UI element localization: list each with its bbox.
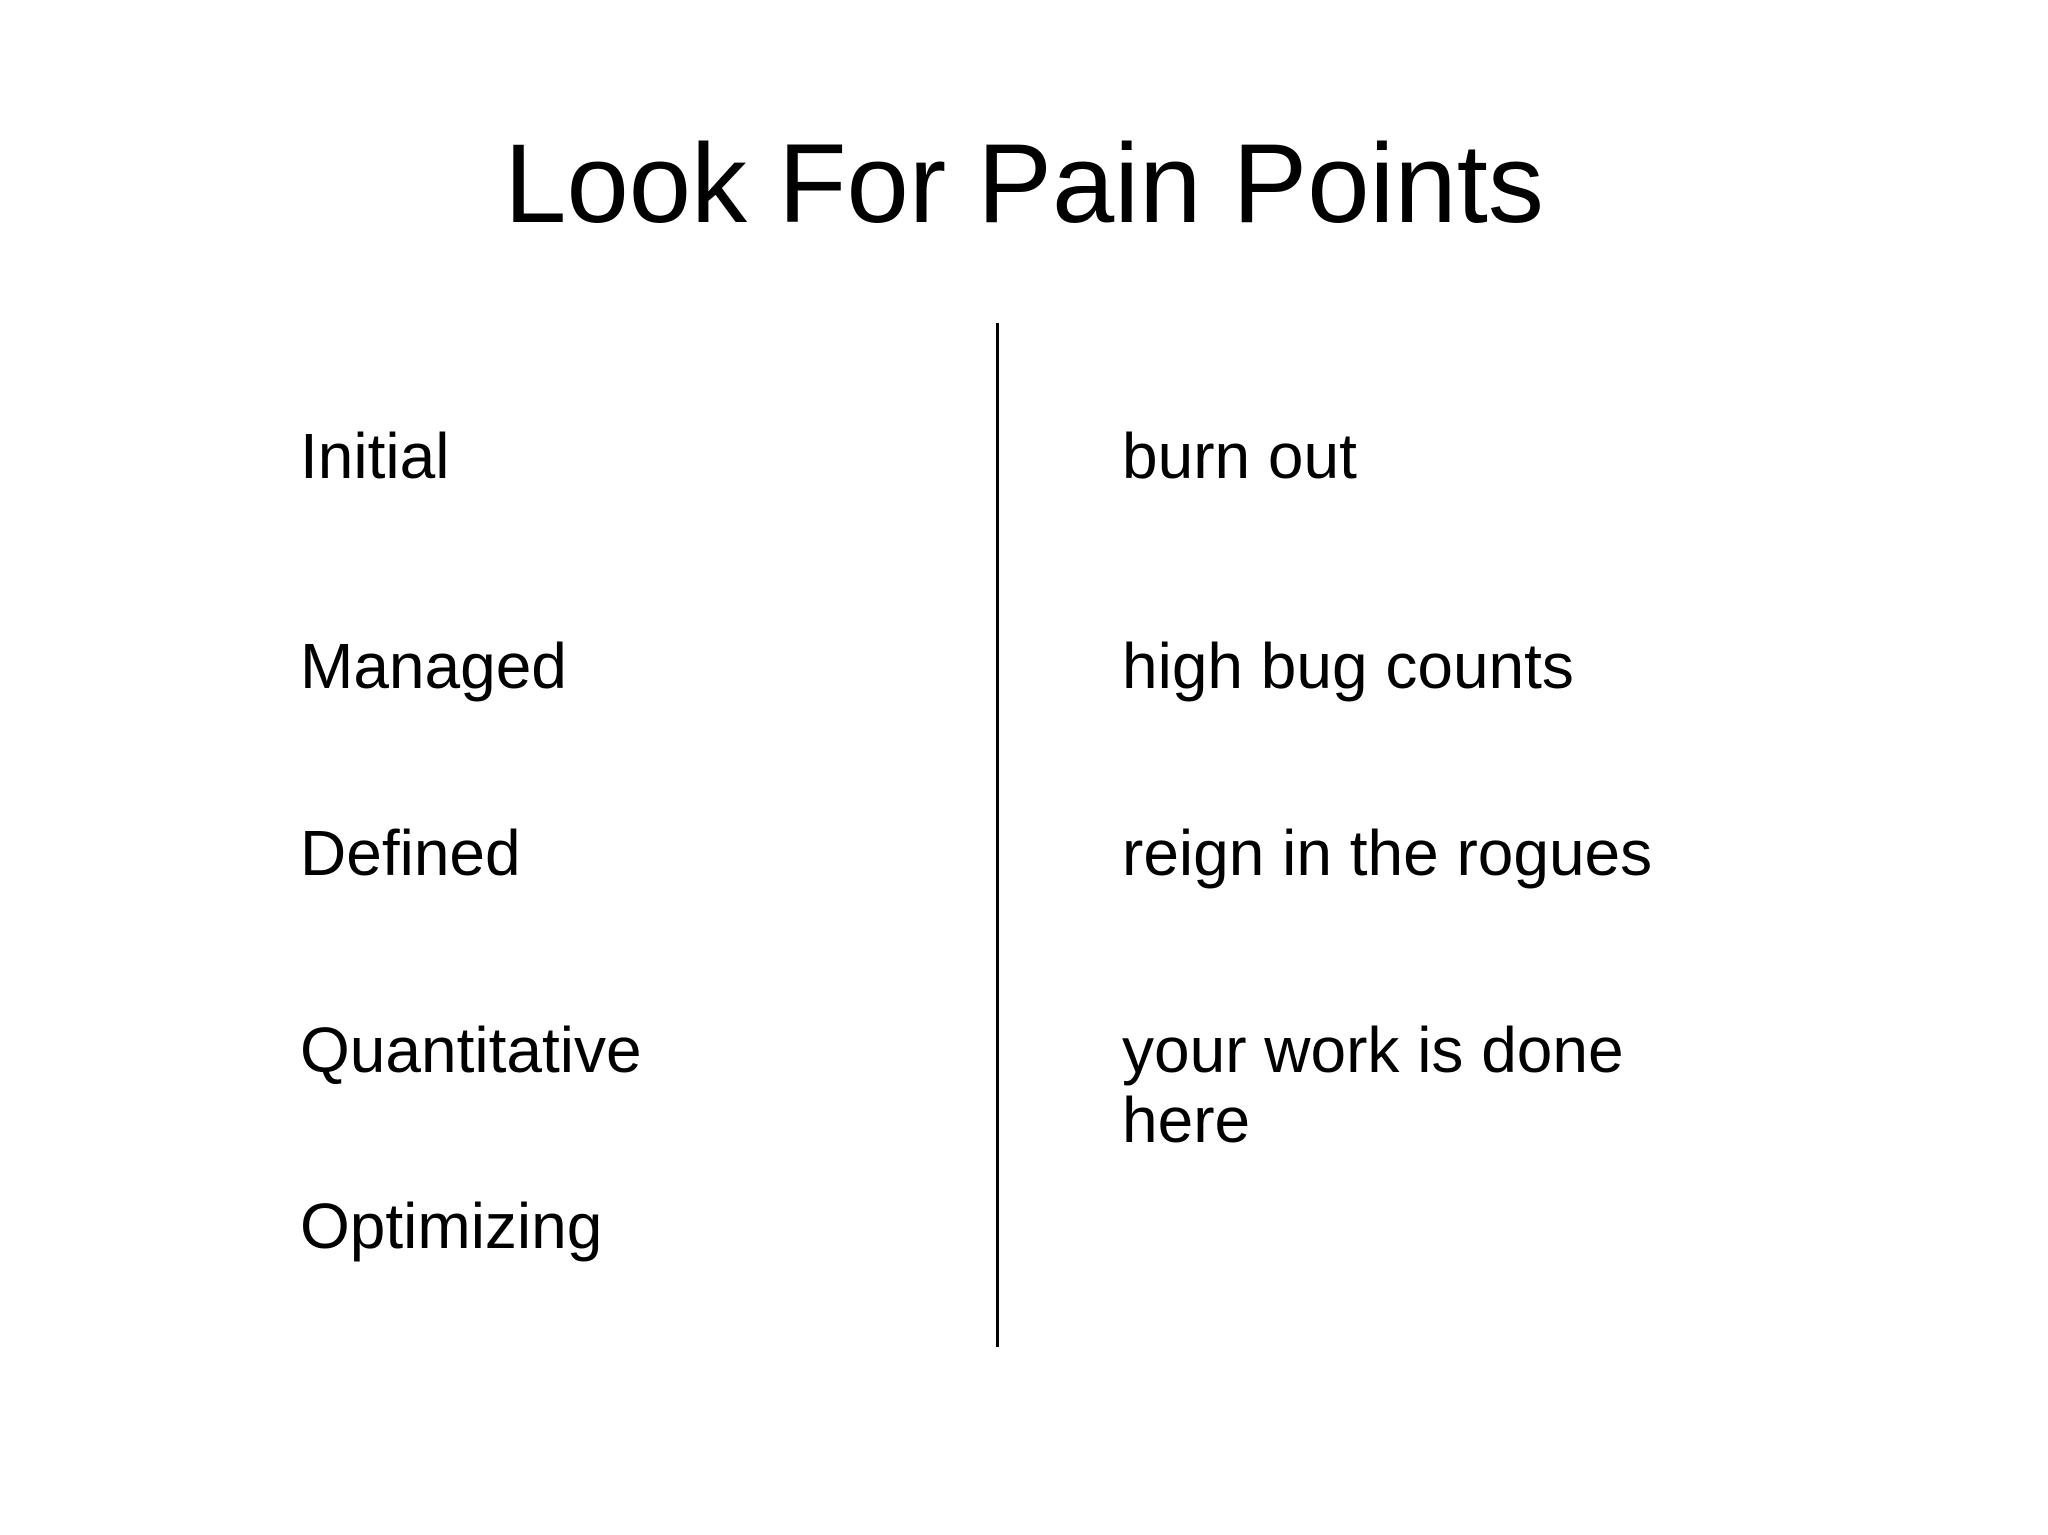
column-divider-line [996, 323, 999, 1347]
pain-point-your-work-is-done-here: your work is done here [1122, 1014, 1624, 1157]
maturity-level-initial: Initial [300, 420, 450, 492]
slide-title: Look For Pain Points [504, 121, 1544, 246]
pain-point-reign-in-the-rogues: reign in the rogues [1122, 817, 1653, 889]
maturity-level-defined: Defined [300, 817, 521, 889]
maturity-level-optimizing: Optimizing [300, 1190, 603, 1262]
pain-point-high-bug-counts: high bug counts [1122, 630, 1574, 702]
maturity-level-quantitative: Quantitative [300, 1014, 642, 1086]
pain-point-burn-out: burn out [1122, 420, 1357, 492]
maturity-level-managed: Managed [300, 630, 567, 702]
